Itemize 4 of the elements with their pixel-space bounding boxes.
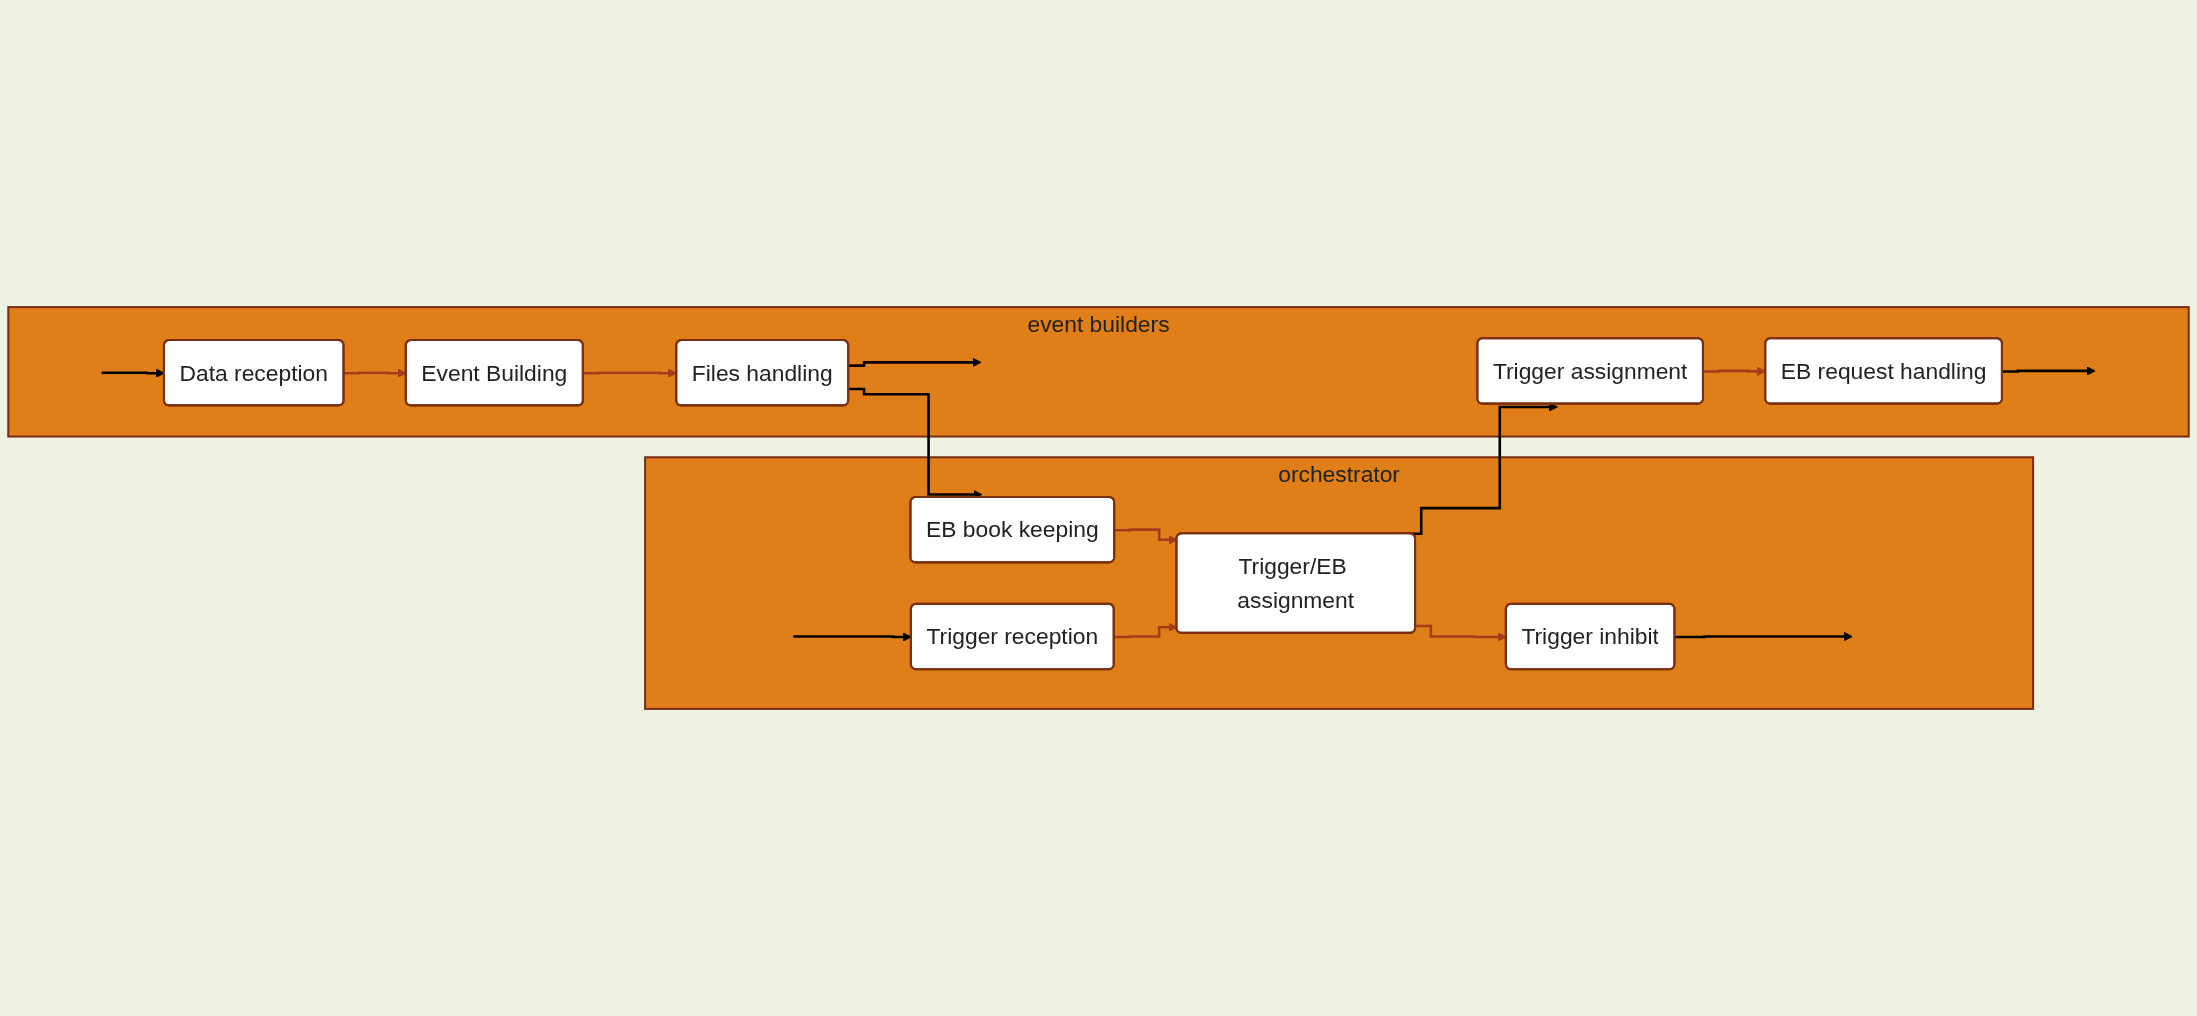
- arrow: [1114, 622, 1178, 639]
- arrow: [1674, 631, 1853, 642]
- arrow: [848, 357, 982, 367]
- arrow: [2002, 366, 2096, 376]
